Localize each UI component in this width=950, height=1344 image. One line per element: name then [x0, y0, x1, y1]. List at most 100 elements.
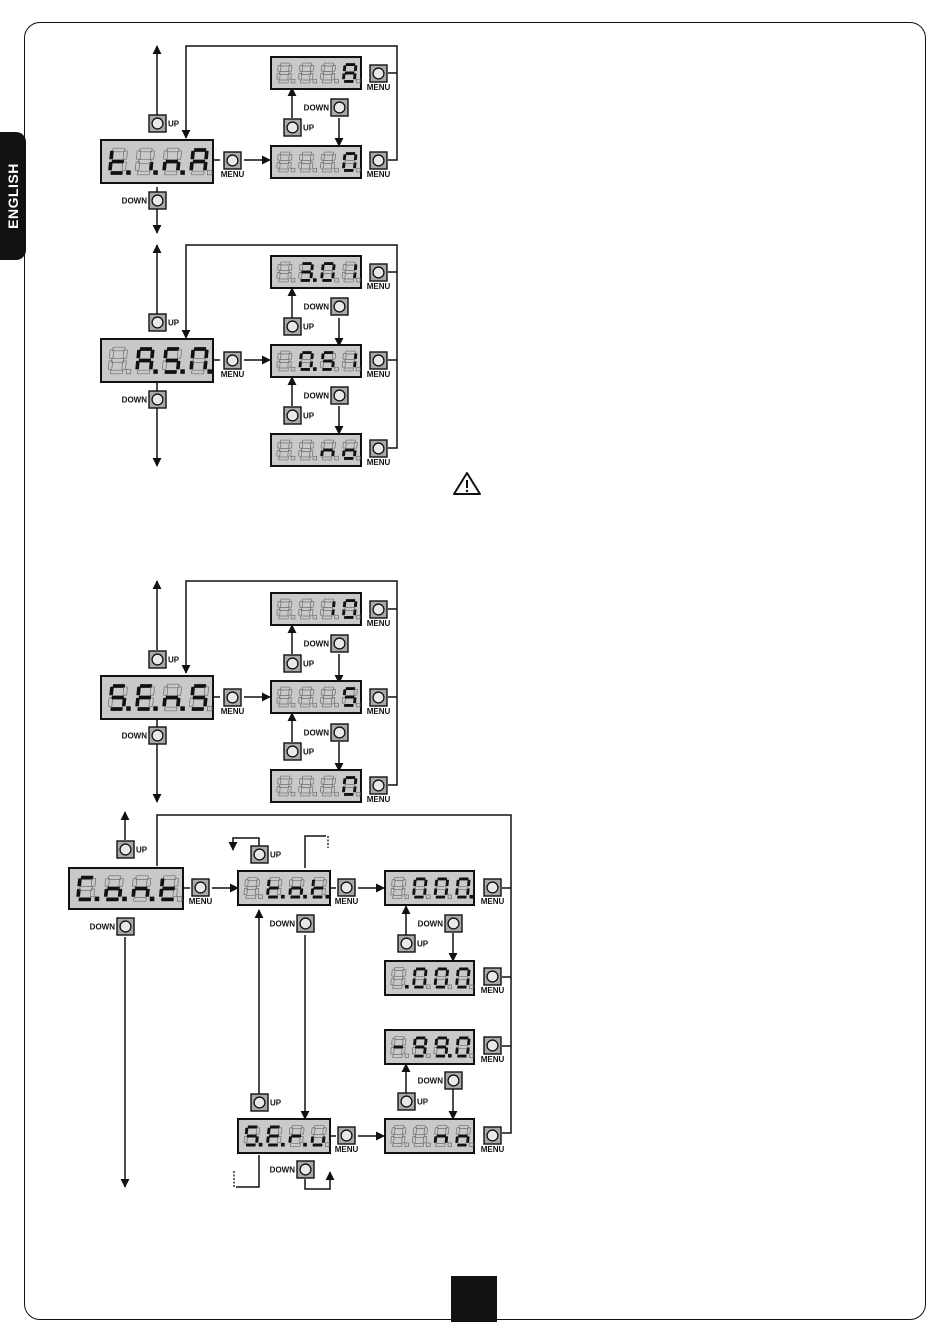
- button-label: MENU: [221, 170, 245, 179]
- menu-button[interactable]: MENU: [481, 1037, 505, 1064]
- value-display-sens-2: [271, 681, 361, 713]
- button-label: DOWN: [304, 104, 330, 113]
- sub-display-tot: [238, 871, 330, 905]
- up-button[interactable]: UP: [251, 1094, 282, 1111]
- up-button[interactable]: UP: [117, 841, 148, 858]
- button-label: UP: [270, 1099, 282, 1108]
- button-label: UP: [168, 656, 180, 665]
- menu-button[interactable]: MENU: [221, 152, 245, 179]
- main-display-sens: [101, 676, 213, 719]
- button-label: MENU: [335, 897, 359, 906]
- value-display-tima-2: [271, 146, 361, 178]
- menu-button[interactable]: MENU: [367, 352, 391, 379]
- button-label: UP: [303, 660, 315, 669]
- button-label: DOWN: [304, 392, 330, 401]
- menu-button[interactable]: MENU: [481, 879, 505, 906]
- sub-display-serv: [238, 1119, 330, 1153]
- value-display-asm-2: [271, 345, 361, 377]
- menu-button[interactable]: MENU: [367, 440, 391, 467]
- button-label: MENU: [335, 1145, 359, 1154]
- down-button[interactable]: DOWN: [90, 918, 134, 935]
- button-label: MENU: [189, 897, 213, 906]
- menu-button[interactable]: MENU: [335, 879, 359, 906]
- button-label: DOWN: [122, 732, 148, 741]
- warning-triangle-icon: [454, 473, 480, 494]
- up-button[interactable]: UP: [284, 318, 315, 335]
- button-label: MENU: [367, 170, 391, 179]
- button-label: MENU: [481, 986, 505, 995]
- button-label: DOWN: [304, 729, 330, 738]
- button-label: DOWN: [304, 303, 330, 312]
- down-button[interactable]: DOWN: [304, 635, 348, 652]
- button-label: DOWN: [90, 923, 116, 932]
- down-button[interactable]: DOWN: [270, 915, 314, 932]
- button-label: MENU: [367, 282, 391, 291]
- button-label: MENU: [367, 83, 391, 92]
- button-label: MENU: [481, 897, 505, 906]
- button-label: UP: [303, 124, 315, 133]
- menu-button[interactable]: MENU: [367, 689, 391, 716]
- down-button[interactable]: DOWN: [304, 387, 348, 404]
- button-label: DOWN: [122, 197, 148, 206]
- down-button[interactable]: DOWN: [418, 915, 462, 932]
- main-display-tima: [101, 140, 213, 183]
- up-button[interactable]: UP: [284, 655, 315, 672]
- button-label: MENU: [481, 1145, 505, 1154]
- menu-button[interactable]: MENU: [189, 879, 213, 906]
- up-button[interactable]: UP: [398, 935, 429, 952]
- down-button[interactable]: DOWN: [304, 298, 348, 315]
- button-label: MENU: [367, 707, 391, 716]
- menu-button[interactable]: MENU: [367, 601, 391, 628]
- menu-button[interactable]: MENU: [335, 1127, 359, 1154]
- menu-button[interactable]: MENU: [481, 968, 505, 995]
- button-label: MENU: [221, 707, 245, 716]
- button-label: UP: [303, 748, 315, 757]
- button-label: UP: [270, 851, 282, 860]
- down-button[interactable]: DOWN: [122, 391, 166, 408]
- menu-button[interactable]: MENU: [221, 352, 245, 379]
- main-display-cont: [69, 868, 183, 909]
- down-button[interactable]: DOWN: [122, 192, 166, 209]
- button-label: DOWN: [270, 920, 296, 929]
- up-button[interactable]: UP: [398, 1093, 429, 1110]
- menu-button[interactable]: MENU: [221, 689, 245, 716]
- button-label: MENU: [367, 795, 391, 804]
- value-display-asm-1: [271, 256, 361, 288]
- up-button[interactable]: UP: [149, 651, 180, 668]
- up-button[interactable]: UP: [149, 314, 180, 331]
- value-display-tot-1: [385, 871, 474, 905]
- menu-button[interactable]: MENU: [481, 1127, 505, 1154]
- down-button[interactable]: DOWN: [304, 99, 348, 116]
- up-button[interactable]: UP: [149, 115, 180, 132]
- displays: [69, 57, 474, 1153]
- up-button[interactable]: UP: [284, 119, 315, 136]
- menu-button[interactable]: MENU: [367, 264, 391, 291]
- button-label: UP: [136, 846, 148, 855]
- down-button[interactable]: DOWN: [418, 1072, 462, 1089]
- value-display-asm-3: [271, 434, 361, 466]
- button-label: MENU: [367, 370, 391, 379]
- menu-button[interactable]: MENU: [367, 152, 391, 179]
- button-label: DOWN: [304, 640, 330, 649]
- value-display-serv-1: [385, 1030, 474, 1064]
- menu-button[interactable]: MENU: [367, 65, 391, 92]
- down-button[interactable]: DOWN: [270, 1161, 314, 1178]
- up-button[interactable]: UP: [251, 846, 282, 863]
- up-button[interactable]: UP: [284, 407, 315, 424]
- up-button[interactable]: UP: [284, 743, 315, 760]
- value-display-sens-1: [271, 593, 361, 625]
- value-display-tima-1: [271, 57, 361, 89]
- button-label: UP: [417, 940, 429, 949]
- button-label: DOWN: [418, 920, 444, 929]
- button-label: UP: [168, 120, 180, 129]
- down-button[interactable]: DOWN: [122, 727, 166, 744]
- value-display-tot-2: [385, 961, 474, 995]
- value-display-sens-3: [271, 770, 361, 802]
- main-display-asm: [101, 339, 213, 382]
- button-label: UP: [303, 412, 315, 421]
- button-label: UP: [168, 319, 180, 328]
- menu-button[interactable]: MENU: [367, 777, 391, 804]
- value-display-serv-2: [385, 1119, 474, 1153]
- down-button[interactable]: DOWN: [304, 724, 348, 741]
